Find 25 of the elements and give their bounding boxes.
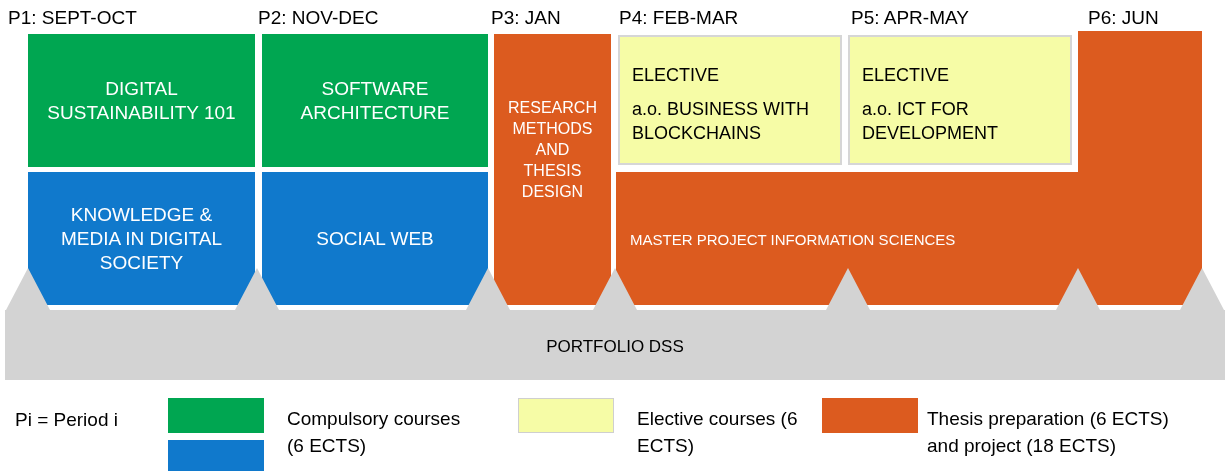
period-label: P6: JUN [1088,6,1159,30]
course-box: KNOWLEDGE & MEDIA IN DIGITAL SOCIETY [28,172,255,305]
period-label: P2: NOV-DEC [258,6,379,30]
portfolio-band [5,268,1225,380]
legend-text: Thesis preparation (6 ECTS) and project (18 ECTS) [927,407,1170,458]
period-label: P4: FEB-MAR [619,6,739,30]
legend-note: Pi = Period i [15,408,118,432]
elective-heading: ELECTIVE [632,64,721,87]
elective-text: a.o. BUSINESS WITH BLOCKCHAINS [632,98,811,145]
elective-heading: ELECTIVE [862,64,951,87]
project-block [616,31,1202,305]
project-title: MASTER PROJECT INFORMATION SCIENCES [630,230,956,250]
legend-text: Compulsory courses (6 ECTS) [287,407,462,458]
course-box: DIGITAL SUSTAINABILITY 101 [28,34,255,167]
period-label: P5: APR-MAY [851,6,969,30]
course-box: RESEARCH METHODS AND THESIS DESIGN [494,34,611,305]
course-box: SOCIAL WEB [262,172,488,305]
portfolio-title: PORTFOLIO DSS [546,336,684,358]
period-label: P3: JAN [491,6,561,30]
period-label: P1: SEPT-OCT [8,6,137,30]
course-box: SOFTWARE ARCHITECTURE [262,34,488,167]
elective-box [618,35,842,165]
elective-text: a.o. ICT FOR DEVELOPMENT [862,98,1000,145]
legend-text: Elective courses (6 ECTS) [637,407,799,458]
elective-box [848,35,1072,165]
